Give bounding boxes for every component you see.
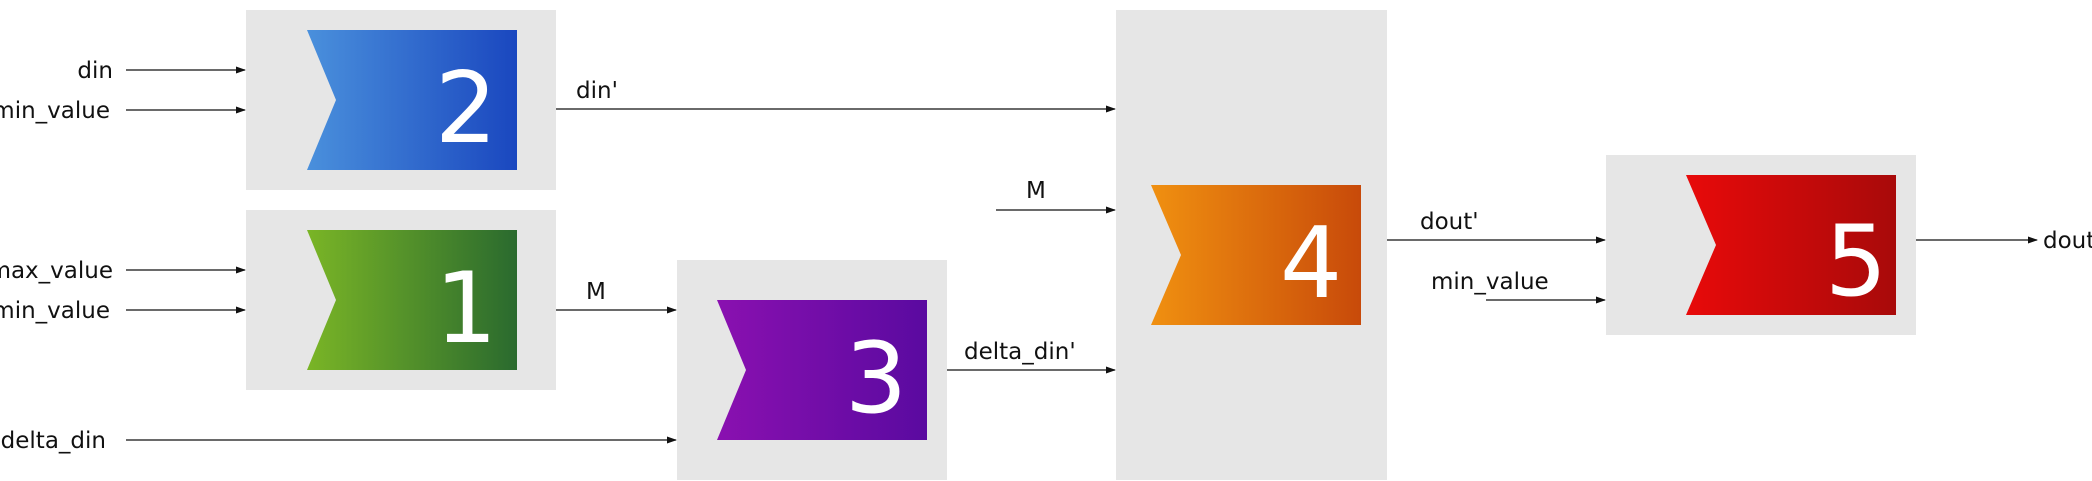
block-2-chevron	[307, 30, 517, 170]
block-3-number: 3	[845, 322, 907, 436]
block-1-number: 1	[435, 252, 497, 366]
delta-din-label: delta_din	[1, 428, 106, 454]
m-label-1: M	[586, 279, 606, 305]
m-label-2: M	[1026, 178, 1046, 204]
delta-din-prime-label: delta_din'	[964, 339, 1076, 365]
min-value-right-label: min_value	[1431, 269, 1549, 295]
block-1-chevron	[307, 230, 517, 370]
block-1: 1	[246, 210, 556, 390]
max-value-label: max_value	[0, 258, 113, 284]
block-5: 5	[1606, 155, 1916, 335]
block-2-number: 2	[435, 52, 497, 166]
block-3: 3	[677, 260, 947, 480]
din-label: din	[77, 58, 113, 84]
min-value-top-label: min_value	[0, 98, 110, 124]
block-5-chevron	[1686, 175, 1896, 315]
block-4: 4	[1116, 10, 1387, 480]
block-4-number: 4	[1280, 207, 1342, 321]
block-4-chevron	[1151, 185, 1361, 325]
din-prime-label: din'	[576, 78, 618, 104]
min-value-mid-label: min_value	[0, 298, 110, 324]
block-5-number: 5	[1825, 205, 1887, 319]
block-2: 2	[246, 10, 556, 190]
dout-label: dout	[2043, 228, 2092, 254]
block-3-chevron	[717, 300, 927, 440]
dout-prime-label: dout'	[1420, 209, 1479, 235]
